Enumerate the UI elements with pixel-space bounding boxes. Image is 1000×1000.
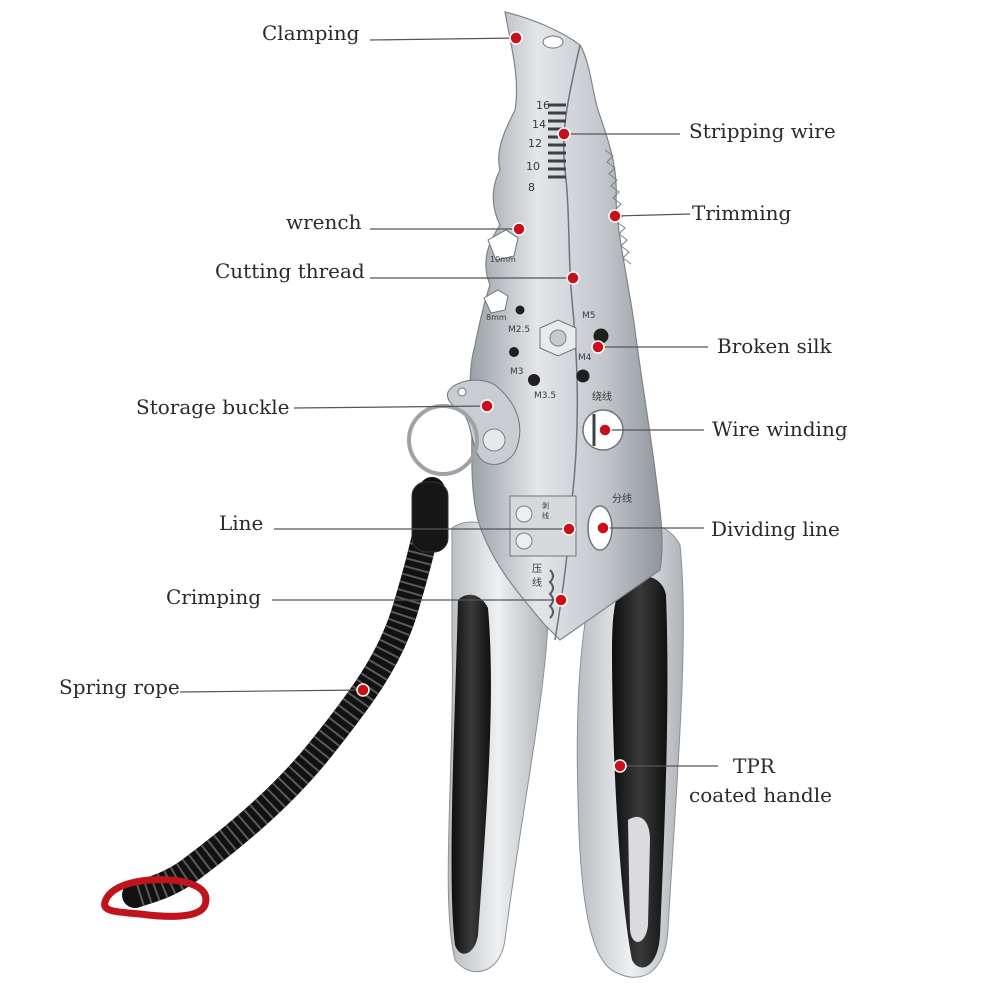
label-broken-silk: Broken silk [717, 334, 833, 358]
gauge-14: 14 [532, 118, 546, 131]
right-grip-insert [628, 816, 650, 942]
storage-buckle-rivet [482, 428, 506, 452]
label-wire-winding: Wire winding [712, 417, 848, 441]
gauge-16: 16 [536, 99, 550, 112]
crimp-notches [548, 569, 554, 619]
marker-tpr-handle [613, 759, 627, 773]
storage-buckle-eye [457, 387, 467, 397]
leader-clamping [369, 37, 517, 41]
pliers-illustration [101, 11, 684, 978]
gauge-8: 8 [528, 181, 535, 194]
leader-storage-buckle [293, 405, 488, 409]
marker-cutting-thread [566, 271, 580, 285]
crimp-stamp-1: 压 [532, 563, 542, 575]
thread-m3-stamp: M3 [510, 367, 524, 377]
spring-rope-clip [411, 481, 449, 553]
pivot-bolt-center [549, 329, 567, 347]
label-tpr-line1: TPR [733, 754, 776, 778]
crimp-stamp-2: 线 [532, 576, 542, 589]
line-rivet-top [515, 505, 533, 523]
marker-wire-winding [598, 423, 612, 437]
marker-broken-silk [591, 340, 605, 354]
wrench-8mm-notch [483, 289, 509, 314]
trimming-serrations [604, 149, 632, 265]
label-trimming: Trimming [692, 201, 792, 225]
wrench-10mm-stamp: 10mm [490, 255, 516, 264]
spring-rope-coils [130, 488, 445, 908]
label-line: Line [219, 511, 263, 535]
label-wrench: wrench [286, 210, 362, 234]
carabiner [101, 876, 210, 920]
stripping-scale [548, 103, 566, 179]
label-tpr-line2: coated handle [689, 783, 832, 807]
key-ring [407, 404, 479, 476]
label-cutting-thread: Cutting thread [215, 259, 365, 283]
thread-m3-5-stamp: M3.5 [534, 391, 556, 401]
leader-trimming [614, 213, 691, 217]
label-stripping-wire: Stripping wire [689, 119, 836, 143]
clamp-hole [542, 35, 564, 49]
line-stamp-1: 剥 [542, 501, 549, 510]
callouts: Clamping wrench Cutting thread Storage b… [59, 21, 848, 807]
label-clamping: Clamping [262, 21, 360, 45]
thread-m5-stamp: M5 [582, 311, 596, 321]
gauge-12: 12 [528, 137, 542, 150]
marker-wrench [512, 222, 526, 236]
gauge-10: 10 [526, 160, 540, 173]
thread-hole-m4 [576, 369, 590, 383]
dividing-stamp: 分线 [612, 492, 632, 505]
line-stamp-2: 线 [542, 511, 549, 520]
marker-storage-buckle [480, 399, 494, 413]
label-crimping: Crimping [166, 585, 261, 609]
tool-stampings: 16 14 12 10 8 10mm 8mm M2.5 M3 M3.5 M4 M… [486, 99, 632, 589]
marker-trimming [608, 209, 622, 223]
winding-stamp: 绕线 [592, 390, 612, 403]
thread-m4-stamp: M4 [578, 353, 592, 363]
leader-spring-rope [179, 689, 364, 693]
marker-line [562, 522, 576, 536]
thread-hole-m5 [593, 328, 609, 344]
line-rivet-bottom [515, 532, 533, 550]
thread-hole-m3-5 [528, 374, 540, 386]
label-dividing-line: Dividing line [711, 517, 840, 541]
wrench-8mm-stamp: 8mm [486, 313, 507, 322]
thread-hole-m3 [509, 347, 519, 357]
marker-dividing-line [596, 521, 610, 535]
thread-hole-m2-5 [515, 305, 525, 315]
label-storage-buckle: Storage buckle [136, 395, 290, 419]
marker-clamping [509, 31, 523, 45]
wrench-10mm-notch [487, 229, 519, 261]
marker-crimping [554, 593, 568, 607]
marker-spring-rope [356, 683, 370, 697]
right-handle-grip [612, 576, 668, 968]
label-spring-rope: Spring rope [59, 675, 180, 699]
left-handle-grip [451, 594, 491, 954]
marker-stripping-wire [557, 127, 571, 141]
thread-m2-5-stamp: M2.5 [508, 325, 530, 335]
